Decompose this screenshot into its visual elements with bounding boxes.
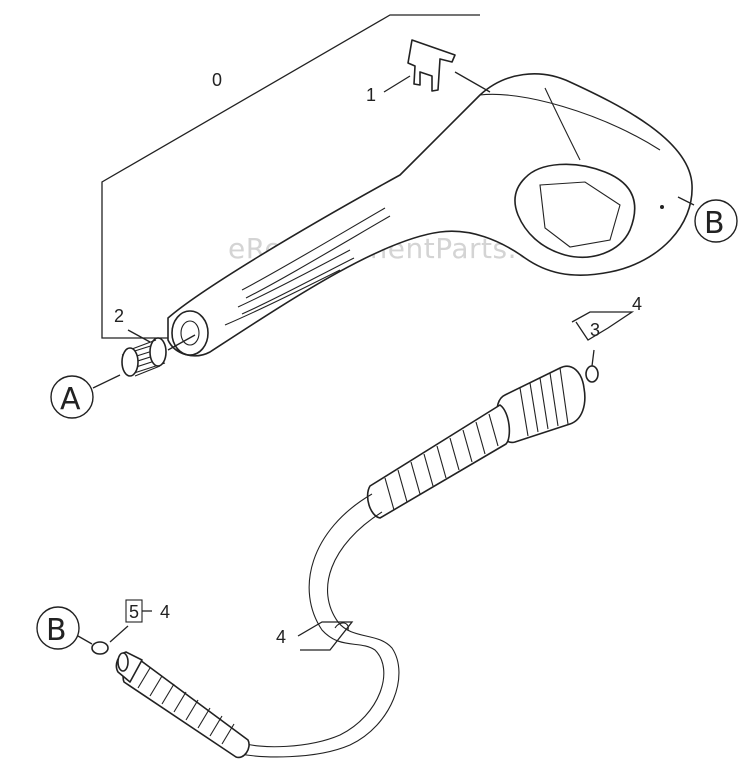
assembly-bracket bbox=[101, 14, 480, 339]
callout-b-right: B bbox=[694, 199, 738, 243]
label-clip: 1 bbox=[366, 85, 376, 105]
svg-text:B: B bbox=[46, 613, 67, 648]
label-oring-top: 3 bbox=[590, 320, 600, 340]
retaining-clip[interactable] bbox=[407, 39, 456, 92]
trigger-gun-handle[interactable] bbox=[167, 73, 693, 357]
svg-text:B: B bbox=[704, 206, 725, 241]
label-spring: 2 bbox=[114, 306, 124, 326]
callout-b-left: B bbox=[36, 606, 80, 650]
o-ring-top[interactable] bbox=[585, 365, 599, 383]
callout-a: A bbox=[50, 375, 94, 419]
label-assembly: 0 bbox=[212, 70, 222, 90]
label-oring-bottom: 5 bbox=[129, 602, 139, 622]
o-ring-bottom[interactable] bbox=[91, 641, 109, 655]
label-hose-mid: 4 bbox=[276, 627, 286, 647]
svg-text:A: A bbox=[60, 382, 81, 417]
label-hose-bottom: 4 bbox=[160, 602, 170, 622]
spring[interactable] bbox=[121, 337, 167, 377]
high-pressure-hose[interactable] bbox=[115, 365, 586, 759]
label-hose-top: 4 bbox=[632, 294, 642, 314]
